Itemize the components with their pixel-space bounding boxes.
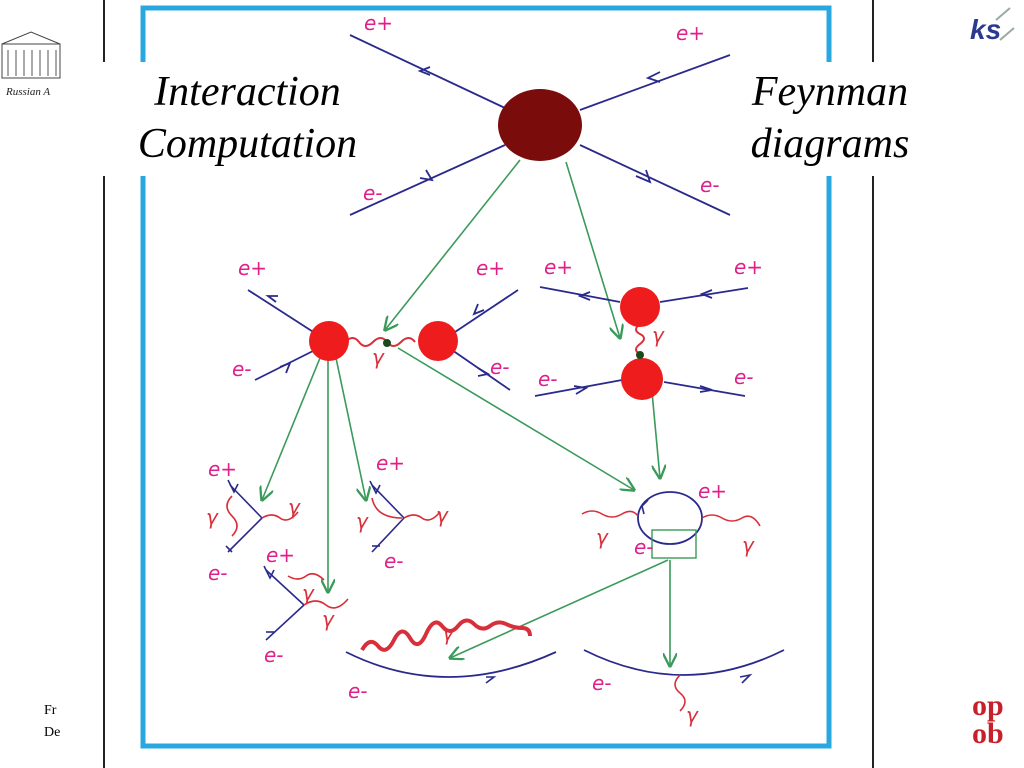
loop-diagram [581,491,761,559]
caption-interaction-computation: Interaction Computation [100,62,395,176]
label-photon: γ [436,503,449,527]
label-positron: e+ [238,256,267,280]
label-electron: e- [734,365,754,389]
logo-caption: Russian A [6,86,51,98]
label-electron: e- [232,357,252,381]
label-photon: γ [596,525,609,549]
partner-logo-top-icon [968,7,1015,52]
label-electron: e- [363,181,383,205]
footer-line: De [44,725,61,740]
partner-logo-line: op [972,689,1004,722]
caption-line: Computation [137,121,358,167]
label-photon: γ [302,581,315,605]
footer-text: Fr De [44,700,60,744]
label-positron: e+ [544,255,573,279]
bottom-propagators [345,618,785,712]
label-photon: γ [206,505,219,529]
label-electron: e- [490,355,510,379]
label-photon: γ [322,607,335,631]
label-positron: e+ [376,451,405,475]
label-positron: e+ [476,256,505,280]
particle-labels: e+ e+ e- e- e+ e+ e- e- γ e+ e+ e- e- γ … [206,11,763,727]
label-photon: γ [372,345,385,369]
university-building-icon [1,31,61,79]
label-electron: e- [348,679,368,703]
flow-arrows [262,159,670,666]
label-photon: γ [742,533,755,557]
diagram-frame [140,5,832,749]
label-electron: e- [538,367,558,391]
label-electron: e- [634,535,654,559]
label-photon: γ [686,703,699,727]
main-interaction-blob [498,89,582,161]
caption-line: diagrams [750,121,910,167]
s-channel-diagram [247,289,519,391]
label-positron: e+ [698,479,727,503]
label-photon: γ [288,495,301,519]
label-positron: e+ [734,255,763,279]
caption-feynman-diagrams: Feynman diagrams [730,62,930,176]
label-positron: e+ [364,11,393,35]
label-electron: e- [592,671,612,695]
caption-line: Feynman [751,69,909,115]
label-photon: γ [652,323,665,347]
label-electron: e- [384,549,404,573]
partner-logo-line: ob [972,717,1004,750]
label-positron: e+ [266,543,295,567]
label-photon: γ [442,621,455,645]
label-electron: e- [700,173,720,197]
label-electron: e- [208,561,228,585]
t-channel-diagram [534,286,749,400]
label-positron: e+ [208,457,237,481]
main-interaction-vertex [349,34,731,216]
label-positron: e+ [676,21,705,45]
partner-logo-top: ks [970,14,1002,45]
label-electron: e- [264,643,284,667]
caption-line: Interaction [154,69,341,115]
footer-line: Fr [44,703,57,718]
vertex-diagrams-left [225,479,441,641]
label-photon: γ [356,509,369,533]
partner-logo-bottom: op ob [972,689,1004,750]
